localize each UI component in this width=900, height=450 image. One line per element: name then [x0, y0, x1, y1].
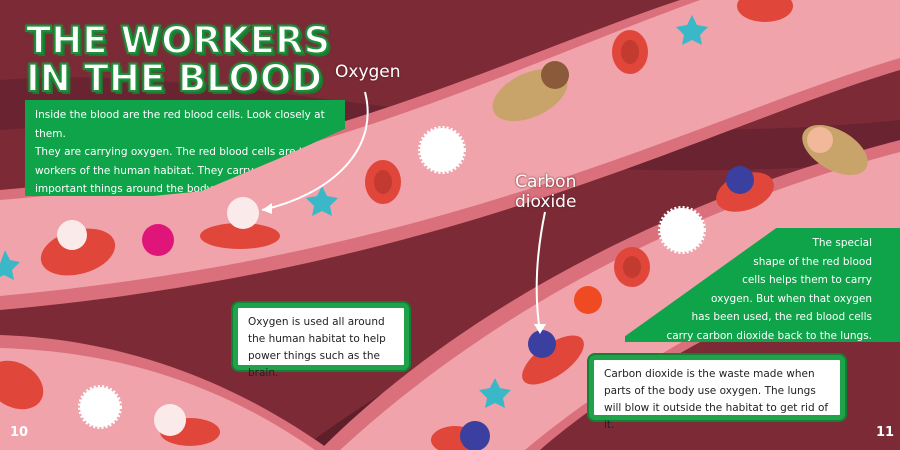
page-number-left: 10 — [10, 425, 29, 440]
vessel-bottom-left — [0, 335, 330, 450]
oxygen-label: Oxygen — [335, 62, 401, 82]
carbon-dioxide-label: Carbon dioxide — [515, 172, 577, 212]
oxygen-arrow — [261, 91, 369, 211]
explorer-characters — [492, 61, 868, 175]
carbon-dioxide-callout: Carbon dioxide is the waste made when pa… — [589, 355, 845, 431]
vessel-middle — [320, 140, 900, 450]
carbon-dioxide-arrow — [535, 211, 546, 333]
page-title: THE WORKERS IN THE BLOOD — [25, 19, 331, 100]
white-cells — [57, 126, 706, 436]
other-cells — [0, 15, 754, 450]
red-blood-cells — [0, 0, 793, 450]
page-number-right: 11 — [876, 425, 895, 440]
oxygen-callout: Oxygen is used all around the human habi… — [233, 303, 409, 379]
